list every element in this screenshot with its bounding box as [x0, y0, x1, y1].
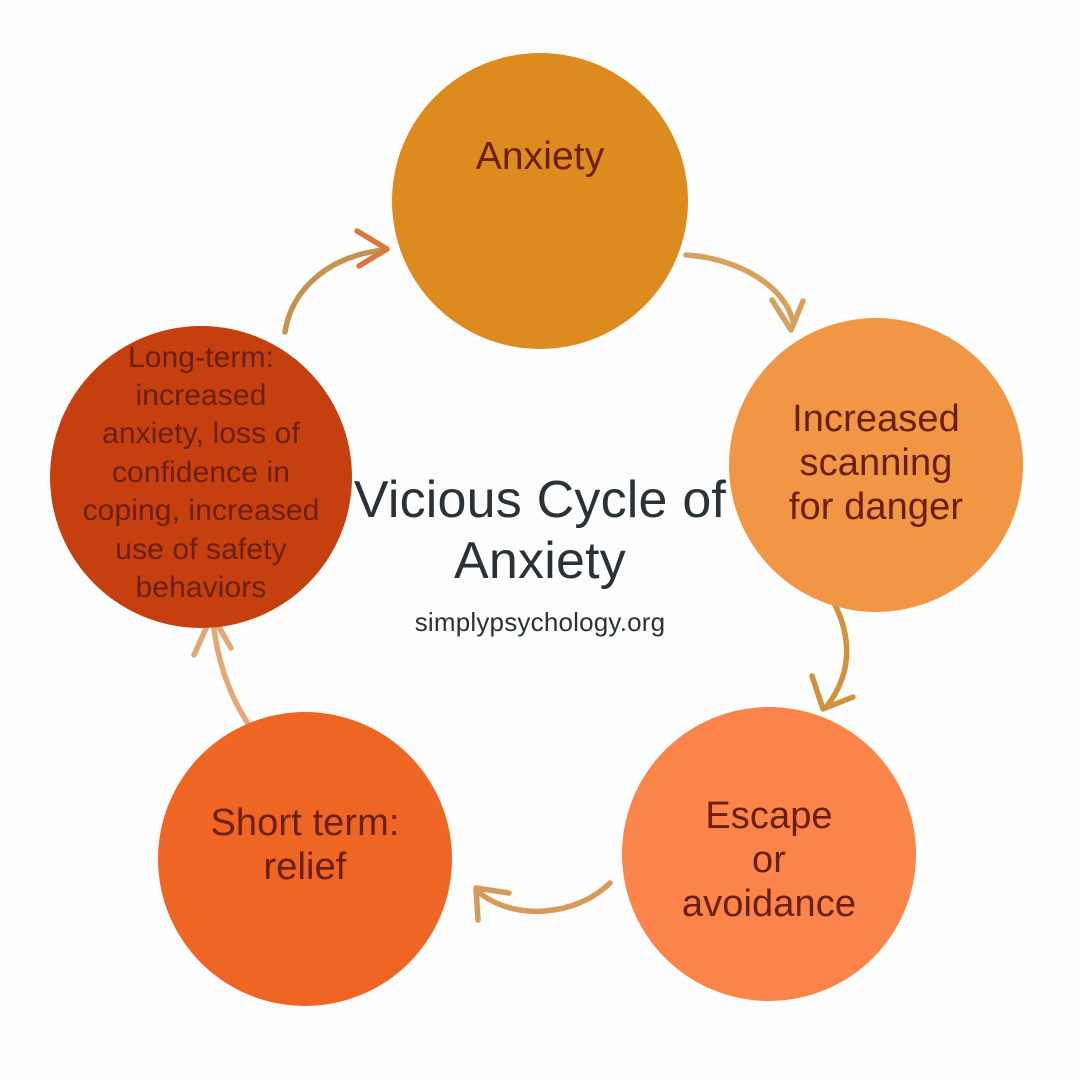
arrow-scanning-to-escape	[809, 594, 856, 712]
cycle-node-anxiety[interactable]: Anxiety	[392, 53, 688, 349]
diagram-source-label: simplypsychology.org	[414, 606, 666, 637]
arrow-escape-to-short-term	[473, 880, 613, 923]
cycle-node-increased-scanning-label: Increased scanning for danger	[788, 397, 964, 529]
cycle-node-increased-scanning[interactable]: Increased scanning for danger	[729, 318, 1023, 612]
cycle-node-long-term-consequences-label: Long-term: increased anxiety, loss of co…	[82, 340, 320, 604]
cycle-node-escape-or-avoidance-label: Escape or avoidance	[681, 794, 857, 926]
diagram-title: Vicious Cycle of Anxiety	[353, 471, 727, 591]
cycle-node-short-term-relief[interactable]: Short term: relief	[158, 712, 452, 1006]
arrow-long-term-to-anxiety	[282, 228, 390, 335]
cycle-node-escape-or-avoidance[interactable]: Escape or avoidance	[622, 707, 916, 1001]
center-text-block: Vicious Cycle of Anxiety simplypsycholog…	[290, 470, 790, 638]
cycle-node-anxiety-label: Anxiety	[475, 135, 605, 179]
cycle-node-long-term-consequences[interactable]: Long-term: increased anxiety, loss of co…	[50, 326, 352, 628]
cycle-node-short-term-relief-label: Short term: relief	[210, 801, 400, 888]
arrow-anxiety-to-scanning	[683, 252, 806, 333]
